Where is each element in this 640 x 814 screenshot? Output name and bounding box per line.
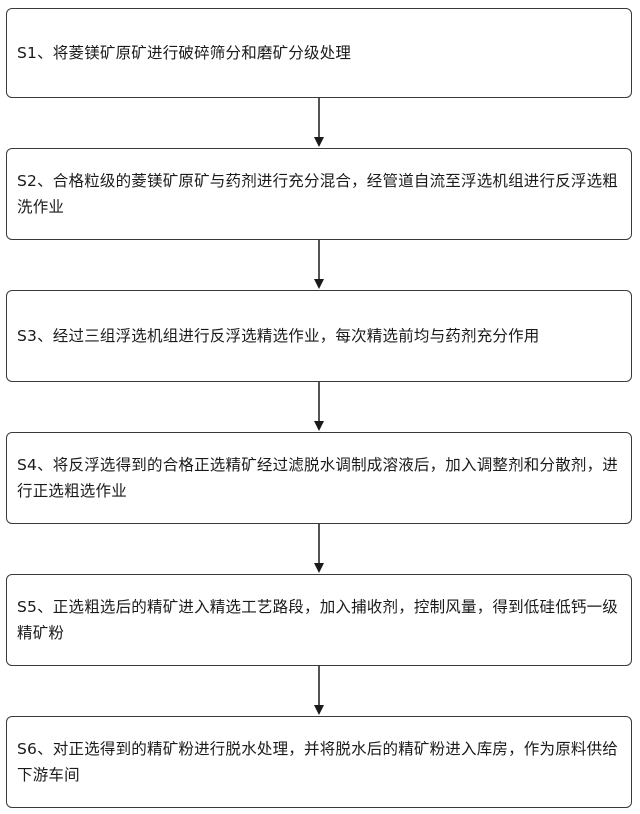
step-box-s2: S2、合格粒级的菱镁矿原矿与药剂进行充分混合，经管道自流至浮选机组进行反浮选粗洗… <box>6 148 632 240</box>
step-text-s6: S6、对正选得到的精矿粉进行脱水处理，并将脱水后的精矿粉进入库房，作为原料供给下… <box>17 740 619 784</box>
step-text-s1: S1、将菱镁矿原矿进行破碎筛分和磨矿分级处理 <box>17 44 352 62</box>
step-text-s4: S4、将反浮选得到的合格正选精矿经过滤脱水调制成溶液后，加入调整剂和分散剂，进行… <box>17 456 619 500</box>
step-box-s4: S4、将反浮选得到的合格正选精矿经过滤脱水调制成溶液后，加入调整剂和分散剂，进行… <box>6 432 632 524</box>
arrow-s5-s6 <box>314 666 324 715</box>
arrow-s2-s3 <box>314 240 324 289</box>
step-box-s1: S1、将菱镁矿原矿进行破碎筛分和磨矿分级处理 <box>6 8 632 98</box>
arrow-s3-s4 <box>314 382 324 431</box>
step-box-s5: S5、正选粗选后的精矿进入精选工艺路段，加入捕收剂，控制风量，得到低硅低钙一级精… <box>6 574 632 666</box>
step-box-s6: S6、对正选得到的精矿粉进行脱水处理，并将脱水后的精矿粉进入库房，作为原料供给下… <box>6 716 632 808</box>
step-text-s5: S5、正选粗选后的精矿进入精选工艺路段，加入捕收剂，控制风量，得到低硅低钙一级精… <box>17 598 619 642</box>
step-box-s3: S3、经过三组浮选机组进行反浮选精选作业，每次精选前均与药剂充分作用 <box>6 290 632 382</box>
arrow-s1-s2 <box>314 98 324 147</box>
arrow-s4-s5 <box>314 524 324 573</box>
step-text-s3: S3、经过三组浮选机组进行反浮选精选作业，每次精选前均与药剂充分作用 <box>17 327 540 345</box>
step-text-s2: S2、合格粒级的菱镁矿原矿与药剂进行充分混合，经管道自流至浮选机组进行反浮选粗洗… <box>17 172 619 216</box>
